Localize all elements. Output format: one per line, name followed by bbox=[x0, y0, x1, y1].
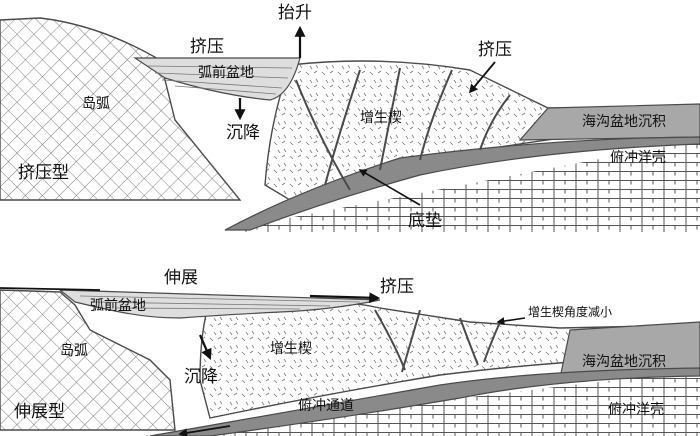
underplating-pointer bbox=[358, 169, 421, 206]
trench-sediment-bottom bbox=[559, 321, 700, 379]
island-arc-bottom bbox=[0, 289, 176, 431]
label-forearc-basin-bottom: 弧前盆地 bbox=[90, 297, 146, 314]
label-type-top: 挤压型 bbox=[18, 163, 69, 183]
compress-arrow-bottom bbox=[309, 292, 381, 304]
wedge-angle-pointer bbox=[496, 317, 526, 326]
island-arc-top bbox=[0, 17, 242, 201]
extension-arrow bbox=[0, 287, 101, 291]
label-extension: 伸展 bbox=[164, 268, 198, 288]
label-oceanic-crust-bottom: 俯冲洋壳 bbox=[608, 401, 664, 418]
label-accretionary-wedge-bottom: 增生楔 bbox=[270, 341, 312, 357]
label-island-arc-bottom: 岛弧 bbox=[60, 343, 88, 359]
panel-bottom: 伸展 弧前盆地 挤压 增生楔角度减小 岛弧 增生楔 沉降 海沟盆地沉积 伸展型 … bbox=[0, 268, 700, 436]
label-accretionary-wedge-top: 增生楔 bbox=[360, 110, 402, 126]
label-subsidence-bottom: 沉降 bbox=[184, 367, 218, 387]
label-subduction-channel: 俯冲通道 bbox=[298, 398, 354, 414]
forearc-basin-top bbox=[133, 57, 301, 101]
subsidence-arrow-bottom bbox=[198, 334, 212, 361]
label-compress-left: 挤压 bbox=[190, 37, 224, 57]
label-wedge-angle: 增生楔角度减小 bbox=[528, 304, 612, 319]
trench-sediment-top bbox=[518, 103, 700, 141]
label-subsidence-top: 沉降 bbox=[226, 123, 260, 143]
label-underplating: 底垫 bbox=[408, 211, 442, 231]
label-type-bottom: 伸展型 bbox=[14, 402, 65, 422]
label-uplift: 抬升 bbox=[278, 3, 312, 23]
oceanic-crust-top bbox=[225, 140, 700, 232]
label-trench-sediment-bottom: 海沟盆地沉积 bbox=[582, 354, 666, 370]
panel-top: 抬升 挤压 弧前盆地 岛弧 沉降 增生楔 挤压 海沟盆地沉积 俯冲洋壳 挤压型 … bbox=[0, 3, 700, 232]
label-compress-right: 挤压 bbox=[478, 40, 512, 60]
label-forearc-basin-top: 弧前盆地 bbox=[198, 64, 254, 81]
label-island-arc-top: 岛弧 bbox=[82, 96, 110, 112]
channel-arrow bbox=[178, 425, 231, 436]
compress-arrow-top bbox=[468, 61, 496, 94]
label-compress-bottom: 挤压 bbox=[380, 277, 414, 297]
label-oceanic-crust-top: 俯冲洋壳 bbox=[610, 149, 666, 166]
label-trench-sediment-top: 海沟盆地沉积 bbox=[582, 114, 666, 130]
